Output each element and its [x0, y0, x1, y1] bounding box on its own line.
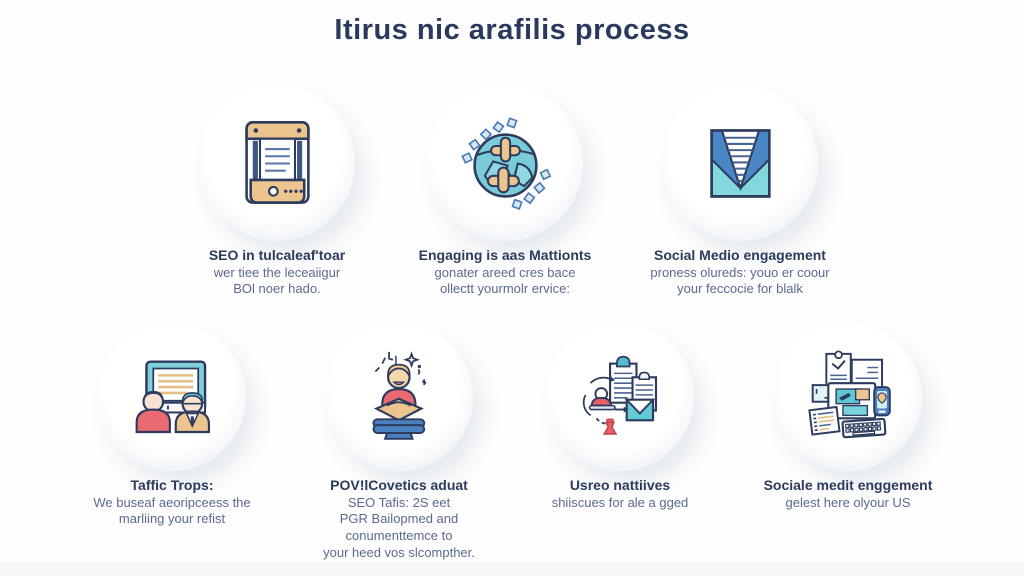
step-body-line: ollectt yourmolr ervice:	[439, 281, 571, 297]
step-body-line: gelest here olyour US	[785, 494, 911, 510]
step-body: wer tiee the leceaiigur BOl noer hado.	[209, 265, 345, 299]
step-heading: SEO in tulcaleaf'toar	[208, 247, 346, 263]
step-heading: Sociale medit enggement	[763, 477, 933, 493]
meditation-reading-icon	[372, 351, 427, 440]
step-body: SEO Tafis: 2S eet PGR Bailopmed and conu…	[323, 495, 475, 563]
step-body-line: We buseaf aeoripceess the	[93, 494, 251, 510]
page-title: Itirus nic arafilis process	[334, 14, 690, 46]
step-heading: Usreo nattiives	[569, 477, 671, 493]
process-step-3: Social Medio engagement proness olureds:…	[615, 85, 865, 298]
step-body-line: SEO Tafis: 2S eet	[347, 494, 451, 510]
bottom-strip	[0, 562, 1024, 576]
step-body-line: marliing your refist	[118, 511, 226, 527]
icon-circle	[546, 323, 694, 471]
step-body-line: proness olureds: youo er coour	[650, 264, 830, 280]
step-body-line: your heed vos slcompther.	[323, 545, 475, 561]
printer-document-icon	[244, 120, 310, 204]
icon-circle	[662, 85, 818, 241]
step-body-line: PGR Bailopmed and	[339, 511, 459, 527]
globe-planes-icon	[460, 116, 551, 210]
step-body: shiiscues for ale a gged	[552, 495, 689, 512]
workspace-devices-icon	[808, 350, 891, 439]
icon-circle	[199, 85, 355, 241]
people-monitor-icon	[135, 360, 211, 434]
step-body-line: shiiscues for ale a gged	[551, 494, 689, 510]
process-step-6: Usreo nattiives shiiscues for ale a gged	[495, 323, 745, 511]
documents-workflow-icon	[582, 356, 658, 435]
step-body-line: conumenttemce to	[345, 528, 453, 544]
envelope-icon	[709, 128, 771, 198]
step-body-line: gonater areed cres bace	[434, 264, 576, 280]
process-step-7: Sociale medit enggement gelest here olyo…	[723, 323, 973, 511]
step-heading: Social Medio engagement	[654, 247, 826, 263]
icon-circle	[427, 85, 583, 241]
step-body: We buseaf aeoripceess the marliing your …	[93, 495, 250, 529]
icon-circle	[98, 323, 246, 471]
step-body-line: BOl noer hado.	[233, 281, 321, 297]
step-body: gonater areed cres bace ollectt yourmolr…	[419, 265, 592, 299]
step-body-line: wer tiee the leceaiigur	[213, 264, 341, 280]
step-body-line: your feccocie for blalk	[677, 281, 803, 297]
step-heading: Engaging is aas Mattionts	[418, 247, 592, 263]
step-heading: Taffic Trops:	[130, 477, 214, 493]
step-body: proness olureds: youo er coour your fecc…	[650, 265, 829, 299]
icon-circle	[325, 323, 473, 471]
process-step-4: Taffic Trops: We buseaf aeoripceess the …	[47, 323, 297, 528]
step-heading: POV!lCovetics aduat	[330, 477, 468, 493]
icon-circle	[774, 323, 922, 471]
process-step-5: POV!lCovetics aduat SEO Tafis: 2S eet PG…	[274, 323, 524, 562]
process-step-1: SEO in tulcaleaf'toar wer tiee the lecea…	[152, 85, 402, 298]
process-step-2: Engaging is aas Mattionts gonater areed …	[380, 85, 630, 298]
step-body: gelest here olyour US	[764, 495, 933, 512]
